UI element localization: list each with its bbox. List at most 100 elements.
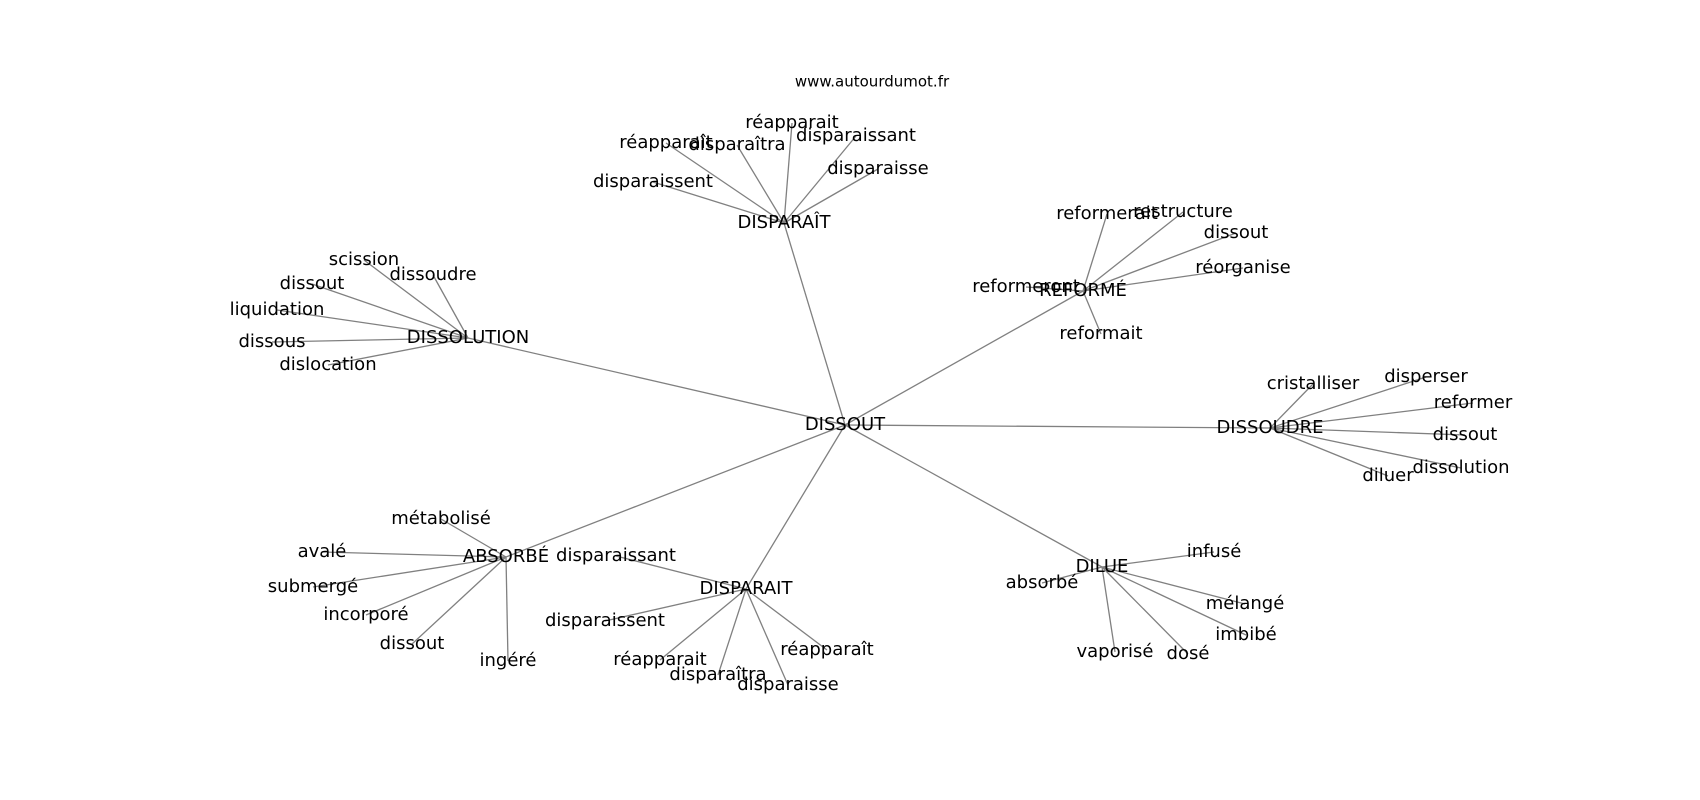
edge-center-absorbe (505, 424, 846, 558)
edge-disparait-disparaissant (615, 555, 747, 590)
edge-dilue-absorbe (1041, 566, 1103, 584)
leaf-word-disparaissent: disparaissent (545, 610, 665, 631)
hub-word-disparait: DISPARAIT (699, 578, 793, 599)
edges (271, 122, 1474, 686)
leaf-word-reformait: reformait (1059, 323, 1142, 344)
leaf-word-liquidation: liquidation (230, 299, 325, 320)
edge-absorbe-avale (321, 551, 507, 558)
edge-dilue-vaporise (1101, 566, 1116, 653)
leaf-word-reformeront: reformeront (972, 276, 1080, 297)
hub-word-dissolution: DISSOLUTION (407, 327, 529, 348)
edge-disparait-reapparait (665, 142, 785, 224)
leaf-word-reorganise: réorganise (1195, 257, 1291, 278)
leaf-word-reapparait: réapparaît (619, 132, 712, 153)
edge-center-reforme (844, 290, 1084, 426)
leaf-word-vaporise: vaporisé (1077, 641, 1154, 662)
leaf-word-reapparait: réapparait (745, 112, 838, 133)
edge-dissoudre-cristalliser (1269, 383, 1314, 429)
edge-reforme-restructure (1082, 211, 1184, 292)
edge-dissoudre-reformer (1269, 402, 1474, 429)
leaf-word-disparaissant: disparaissant (796, 125, 916, 146)
labels: www.autourdumot.frDISSOUTréapparaîtdispa… (230, 73, 1513, 696)
edge-dilue-melange (1101, 566, 1246, 605)
leaf-word-dissout: dissout (1204, 222, 1269, 243)
hub-word-absorbe: ABSORBÉ (463, 545, 549, 567)
edge-disparait-disparaitra (717, 588, 747, 676)
leaf-word-reapparait: réapparait (613, 649, 706, 670)
leaf-word-disparaisse: disparaisse (737, 674, 839, 695)
edge-center-dissolution (467, 337, 846, 426)
leaf-word-avale: avalé (298, 541, 347, 562)
edge-dilue-infuse (1101, 551, 1215, 568)
leaf-word-reapparait: réapparaît (780, 639, 873, 660)
edge-dissolution-scission (363, 259, 469, 339)
edge-dissoudre-dissolution (1269, 427, 1462, 469)
leaf-word-dose: dosé (1167, 643, 1210, 664)
edge-center-disparait (783, 222, 846, 426)
edge-absorbe-submerge (312, 556, 507, 588)
leaf-word-infuse: infusé (1187, 541, 1242, 562)
edge-absorbe-incorpore (365, 556, 507, 616)
edge-dissolution-liquidation (276, 309, 469, 339)
source-label: www.autourdumot.fr (795, 73, 950, 91)
leaf-word-reformer: reformer (1434, 392, 1513, 413)
leaf-word-dissout: dissout (380, 633, 445, 654)
edge-disparait-disparaissant (783, 135, 857, 224)
edge-disparait-disparaisse (745, 588, 789, 686)
leaf-word-restructure: restructure (1133, 201, 1233, 222)
edge-disparait-disparaitra (736, 144, 785, 224)
leaf-word-incorpore: incorporé (323, 604, 408, 625)
edge-reforme-reformait (1082, 290, 1102, 335)
edge-absorbe-ingere (505, 556, 509, 662)
leaf-word-dissoudre: dissoudre (389, 264, 476, 285)
hub-word-dissoudre: DISSOUDRE (1216, 417, 1323, 438)
leaf-word-submerge: submergé (268, 576, 358, 597)
leaf-word-dislocation: dislocation (279, 354, 376, 375)
leaf-word-disperser: disperser (1384, 366, 1468, 387)
leaf-word-diluer: diluer (1362, 465, 1414, 486)
leaf-word-disparaissent: disparaissent (593, 171, 713, 192)
edge-dissoudre-diluer (1269, 427, 1389, 477)
edge-dissolution-dissoudre (432, 274, 469, 339)
leaf-word-imbibe: imbibé (1215, 624, 1276, 645)
leaf-word-dissout: dissout (280, 273, 345, 294)
edge-disparait-reapparait (659, 588, 747, 661)
edge-absorbe-dissout (411, 556, 507, 645)
leaf-word-ingere: ingéré (480, 650, 537, 671)
center-word: DISSOUT (805, 414, 886, 435)
edge-disparait-disparaissent (652, 181, 785, 224)
leaf-word-absorbe: absorbé (1006, 572, 1079, 593)
edge-dissolution-dissous (271, 337, 469, 343)
hub-word-disparait: DISPARAÎT (737, 211, 831, 233)
leaf-word-dissout: dissout (1433, 424, 1498, 445)
leaf-word-disparaitra: disparaîtra (669, 664, 766, 685)
edge-disparait-reapparait (783, 122, 793, 224)
edge-reforme-dissout (1082, 232, 1237, 292)
edge-center-dissoudre (844, 424, 1271, 429)
edge-dilue-dose (1101, 566, 1189, 655)
edge-center-disparait (745, 424, 846, 590)
edge-dissolution-dissout (311, 283, 469, 339)
leaf-word-reformerait: reformerait (1056, 203, 1158, 224)
edge-reforme-reorganise (1082, 267, 1244, 292)
leaf-word-disparaitra: disparaîtra (688, 134, 785, 155)
leaf-word-melange: mélangé (1206, 593, 1285, 614)
edge-dissolution-dislocation (327, 337, 469, 366)
edge-dissoudre-disperser (1269, 376, 1427, 429)
edge-disparait-disparaisse (783, 168, 879, 224)
edge-disparait-reapparait (745, 588, 828, 651)
leaf-word-dissous: dissous (239, 331, 306, 352)
leaf-word-disparaissant: disparaissant (556, 545, 676, 566)
edge-center-dilue (844, 424, 1103, 568)
leaf-word-dissolution: dissolution (1412, 457, 1509, 478)
edge-dilue-imbibe (1101, 566, 1247, 636)
edge-disparait-disparaissent (604, 588, 747, 622)
hub-word-dilue: DILUE (1076, 556, 1129, 577)
leaf-word-scission: scission (329, 249, 399, 270)
leaf-word-disparaisse: disparaisse (827, 158, 929, 179)
leaf-word-metabolise: métabolisé (391, 508, 491, 529)
hub-word-reforme: REFORMÉ (1039, 279, 1127, 301)
edge-dissoudre-dissout (1269, 427, 1466, 436)
edge-reforme-reformerait (1082, 213, 1108, 292)
